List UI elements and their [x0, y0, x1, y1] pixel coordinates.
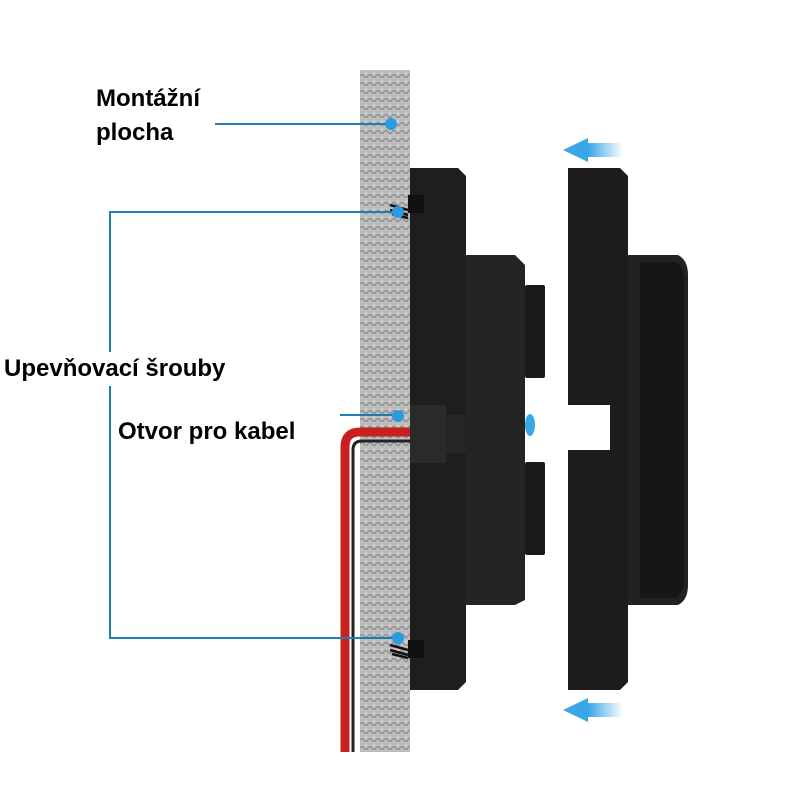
thermostat-body	[466, 255, 525, 605]
label-line: plocha	[96, 119, 174, 146]
front-cover	[568, 168, 628, 690]
side-button	[525, 285, 545, 378]
cable	[340, 427, 410, 752]
screw-icon	[389, 640, 424, 660]
leader-lines	[109, 123, 398, 639]
cable-hole-label: Otvor pro kabel	[118, 415, 296, 449]
arrow-left-icon	[563, 138, 623, 162]
mounting-surface-label: Montážní plocha	[96, 82, 200, 150]
label-line: Montážní	[96, 85, 200, 112]
arrow-left-icon	[563, 698, 623, 722]
fixing-screws-label: Upevňovací šrouby	[4, 352, 226, 386]
side-button	[525, 462, 545, 555]
